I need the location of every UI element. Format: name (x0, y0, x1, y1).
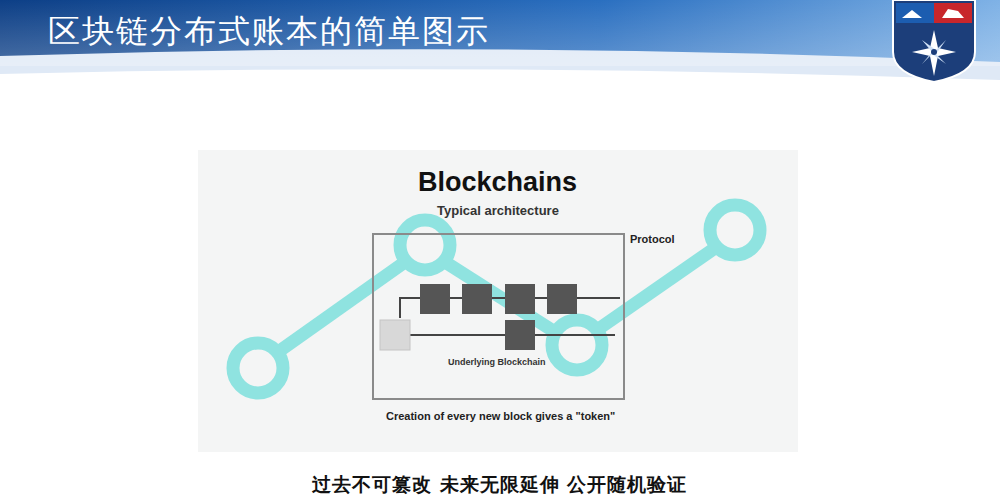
header-bar (0, 0, 1000, 66)
image-heading: Blockchains (418, 167, 577, 198)
slide-caption: 过去不可篡改 未来无限延伸 公开随机验证 (312, 472, 687, 498)
header-gloss (0, 0, 1000, 66)
blockchain-label: Underlying Blockchain (446, 357, 548, 367)
image-subheading: Typical architecture (437, 203, 559, 218)
protocol-label: Protocol (630, 233, 675, 245)
illustration-panel (198, 150, 798, 452)
token-note: Creation of every new block gives a "tok… (386, 410, 615, 422)
slide-title: 区块链分布式账本的简单图示 (48, 10, 490, 54)
protocol-box: Protocol (372, 233, 625, 400)
block-chain-icons (380, 284, 620, 350)
school-logo (893, 0, 975, 82)
